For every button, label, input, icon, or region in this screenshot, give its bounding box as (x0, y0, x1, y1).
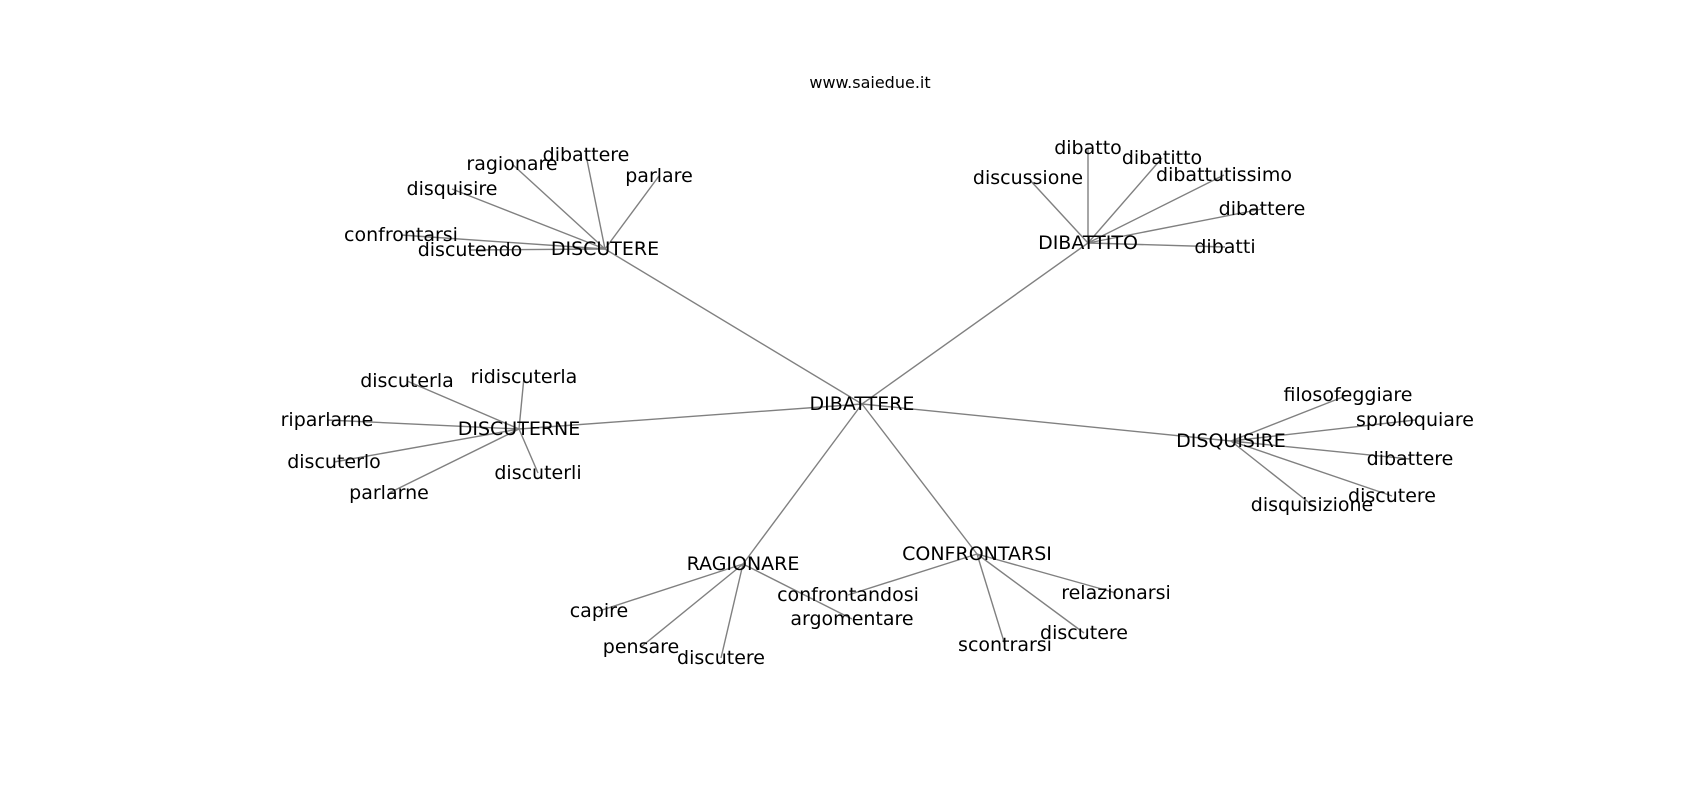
edge-hub-to-leaf (604, 175, 660, 250)
edge-hub-to-leaf (406, 380, 520, 430)
edge-hub-to-leaf (1087, 157, 1163, 244)
edge-root-to-hub (604, 248, 863, 405)
edge-hub-to-leaf (1230, 440, 1393, 497)
leaf-node-label: discuterla (360, 370, 454, 392)
edge-hub-to-leaf (518, 428, 539, 474)
leaf-node-label: capire (570, 600, 629, 622)
leaf-node-label: discutendo (418, 239, 523, 261)
hub-node-label: DIBATTITO (1038, 232, 1138, 254)
edge-root-to-hub (861, 242, 1089, 405)
hub-node-label: CONFRONTARSI (902, 543, 1052, 565)
leaf-node-label: parlare (625, 165, 693, 187)
leaf-node-label: pensare (603, 636, 679, 658)
edge-hub-to-leaf (1087, 208, 1263, 244)
labels-layer: DIBATTEREDISCUTEREdibattereragionaredisq… (281, 137, 1474, 669)
edge-hub-to-leaf (518, 376, 525, 430)
leaf-node-label: ridiscuterla (471, 366, 578, 388)
edge-root-to-hub (861, 403, 1232, 442)
edge-hub-to-leaf (742, 563, 853, 620)
leaf-node-label: discussione (973, 167, 1083, 189)
edge-hub-to-leaf (640, 563, 744, 648)
edge-hub-to-leaf (598, 563, 744, 612)
edge-root-to-hub (518, 403, 863, 430)
edge-hub-to-leaf (720, 563, 744, 659)
leaf-node-label: discuterlo (287, 451, 381, 473)
leaf-node-label: disquisire (407, 178, 498, 200)
leaf-node-label: discutere (1040, 622, 1128, 644)
edge-hub-to-leaf (451, 188, 606, 250)
leaf-node-label: ragionare (466, 153, 557, 175)
leaf-node-label: sproloquiare (1356, 409, 1474, 431)
hub-node-label: RAGIONARE (687, 553, 800, 575)
edge-hub-to-leaf (1087, 174, 1225, 244)
edge-hub-to-leaf (1230, 419, 1416, 442)
edge-hub-to-leaf (976, 553, 1006, 646)
edge-hub-to-leaf (1027, 177, 1089, 244)
leaf-node-label: dibattere (1367, 448, 1454, 470)
hub-node-label: DISQUISIRE (1176, 430, 1286, 452)
leaf-node-label: argomentare (790, 608, 913, 630)
edge-root-to-hub (742, 403, 863, 565)
leaf-node-label: discutere (1348, 485, 1436, 507)
leaf-node-label: dibattere (543, 144, 630, 166)
edge-hub-to-leaf (326, 419, 520, 430)
hub-node-label: DISCUTERE (551, 238, 659, 260)
leaf-node-label: dibatitto (1122, 147, 1202, 169)
leaf-node-label: riparlarne (281, 409, 374, 431)
edge-hub-to-leaf (333, 428, 520, 463)
edge-hub-to-leaf (511, 163, 606, 250)
leaf-node-label: confrontandosi (777, 584, 919, 606)
edge-hub-to-leaf (400, 234, 606, 250)
edges-layer (326, 148, 1416, 659)
edge-hub-to-leaf (1087, 242, 1226, 248)
leaf-node-label: parlarne (349, 482, 429, 504)
edge-hub-to-leaf (1230, 394, 1349, 442)
leaf-node-label: dibatto (1054, 137, 1122, 159)
root-node-label: DIBATTERE (810, 393, 915, 415)
leaf-node-label: disquisizione (1251, 494, 1373, 516)
edge-hub-to-leaf (469, 248, 606, 251)
leaf-node-label: discutere (677, 647, 765, 669)
site-title: www.saiedue.it (809, 73, 930, 92)
leaf-node-label: dibattere (1219, 198, 1306, 220)
leaf-node-label: scontrarsi (958, 634, 1052, 656)
edge-hub-to-leaf (847, 553, 978, 596)
hub-node-label: DISCUTERNE (458, 418, 581, 440)
edge-hub-to-leaf (388, 428, 520, 494)
edge-hub-to-leaf (1230, 440, 1411, 460)
leaf-node-label: confrontarsi (344, 224, 458, 246)
edge-hub-to-leaf (1230, 440, 1313, 506)
edge-hub-to-leaf (585, 154, 606, 250)
leaf-node-label: discuterli (494, 462, 581, 484)
edge-hub-to-leaf (976, 553, 1085, 634)
edge-hub-to-leaf (976, 553, 1117, 594)
leaf-node-label: dibatti (1194, 236, 1255, 258)
edge-root-to-hub (861, 403, 978, 555)
leaf-node-label: relazionarsi (1061, 582, 1171, 604)
leaf-node-label: filosofeggiare (1284, 384, 1413, 406)
leaf-node-label: dibattutissimo (1156, 164, 1292, 186)
